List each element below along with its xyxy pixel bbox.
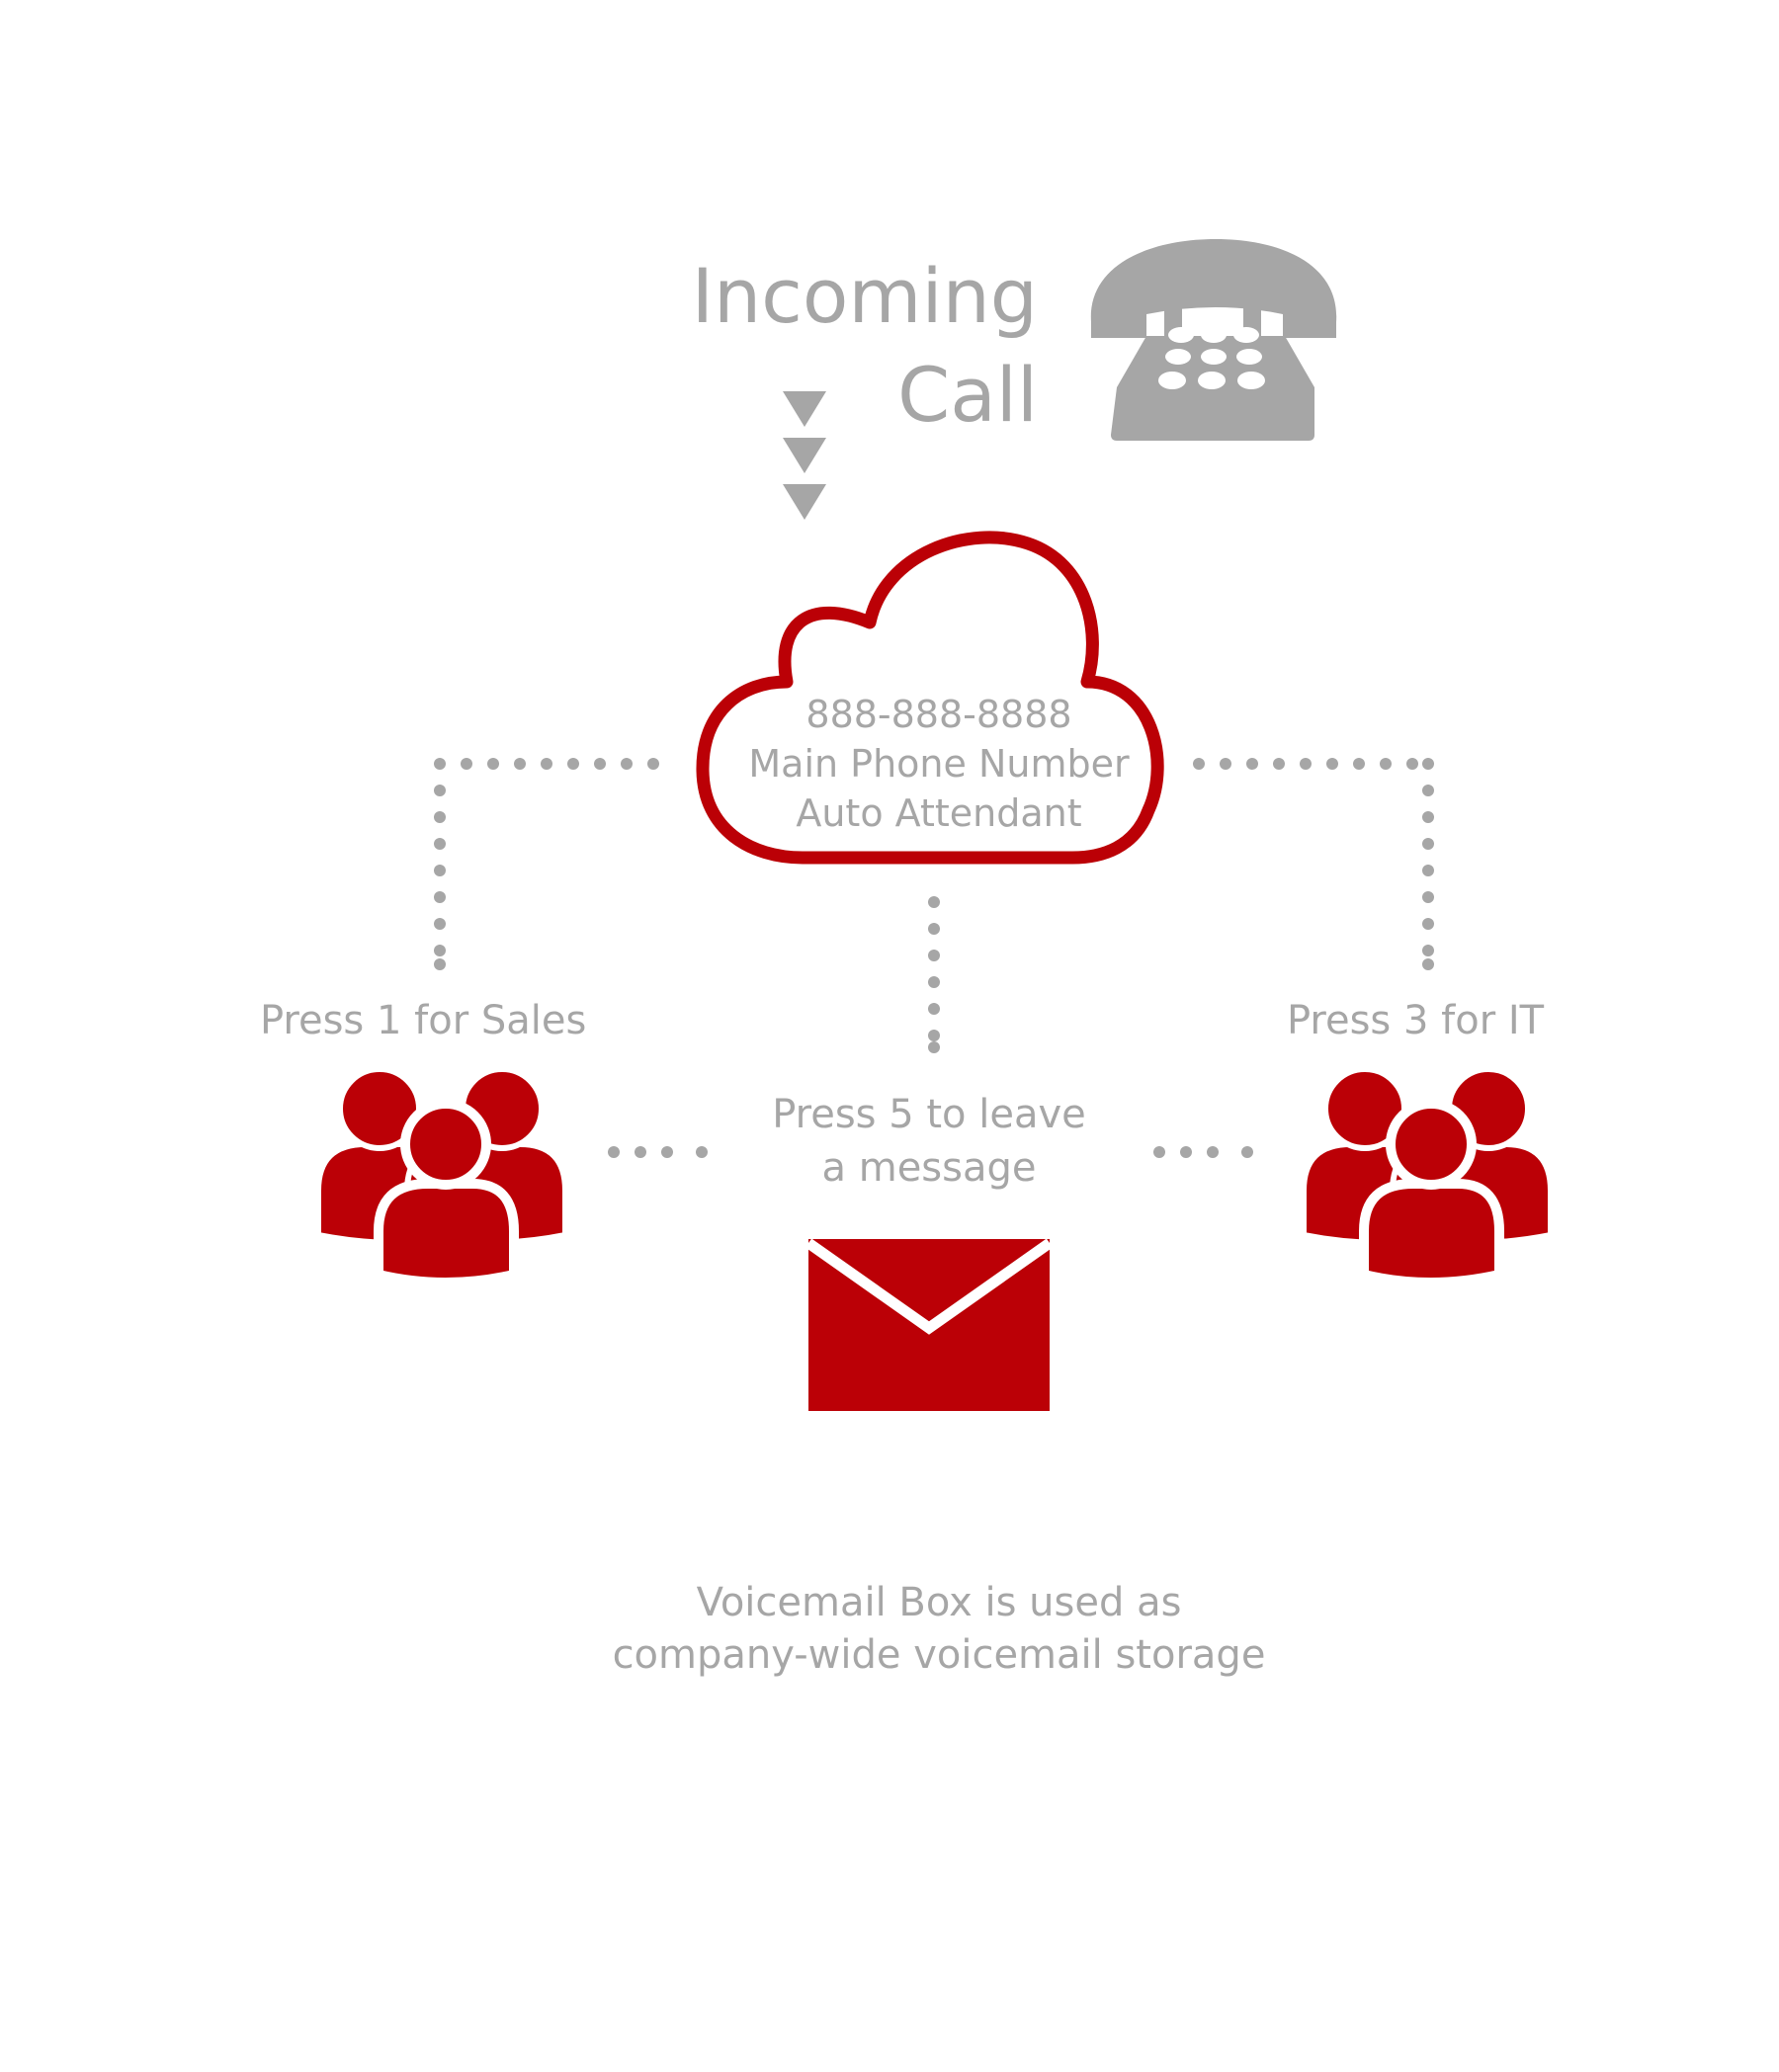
- connector-left-vertical: [434, 785, 446, 970]
- connector-left-horizontal: [434, 758, 659, 770]
- telephone-icon: [1090, 239, 1337, 441]
- connector-message-left: [608, 1146, 708, 1158]
- it-group-icon: [1301, 1066, 1554, 1287]
- down-arrows: [783, 391, 826, 520]
- incoming-call-title-line1: Incoming: [691, 252, 1038, 340]
- footer-note-line2: company-wide voicemail storage: [612, 1632, 1266, 1678]
- connectors: [434, 758, 1434, 1158]
- connector-right-horizontal: [1193, 758, 1434, 770]
- option-message-label-line1: Press 5 to leave: [772, 1092, 1086, 1137]
- down-arrow-icon: [783, 484, 826, 520]
- cloud-icon: [696, 531, 1164, 865]
- footer-note-line1: Voicemail Box is used as: [696, 1580, 1182, 1625]
- cloud-label-line2: Main Phone Number: [748, 742, 1130, 786]
- envelope-icon: [805, 1238, 1054, 1411]
- option-sales-label: Press 1 for Sales: [260, 998, 587, 1043]
- down-arrow-icon: [783, 438, 826, 473]
- connector-right-vertical: [1422, 785, 1434, 970]
- cloud-label-line3: Auto Attendant: [796, 791, 1082, 835]
- connector-message-right: [1153, 1146, 1253, 1158]
- connector-center-vertical: [928, 896, 940, 1053]
- down-arrow-icon: [783, 391, 826, 427]
- main-phone-number: 888-888-8888: [805, 693, 1072, 736]
- sales-group-icon: [315, 1066, 568, 1287]
- option-it-label: Press 3 for IT: [1287, 998, 1545, 1043]
- option-message-label-line2: a message: [821, 1145, 1037, 1191]
- incoming-call-title-line2: Call: [897, 351, 1038, 439]
